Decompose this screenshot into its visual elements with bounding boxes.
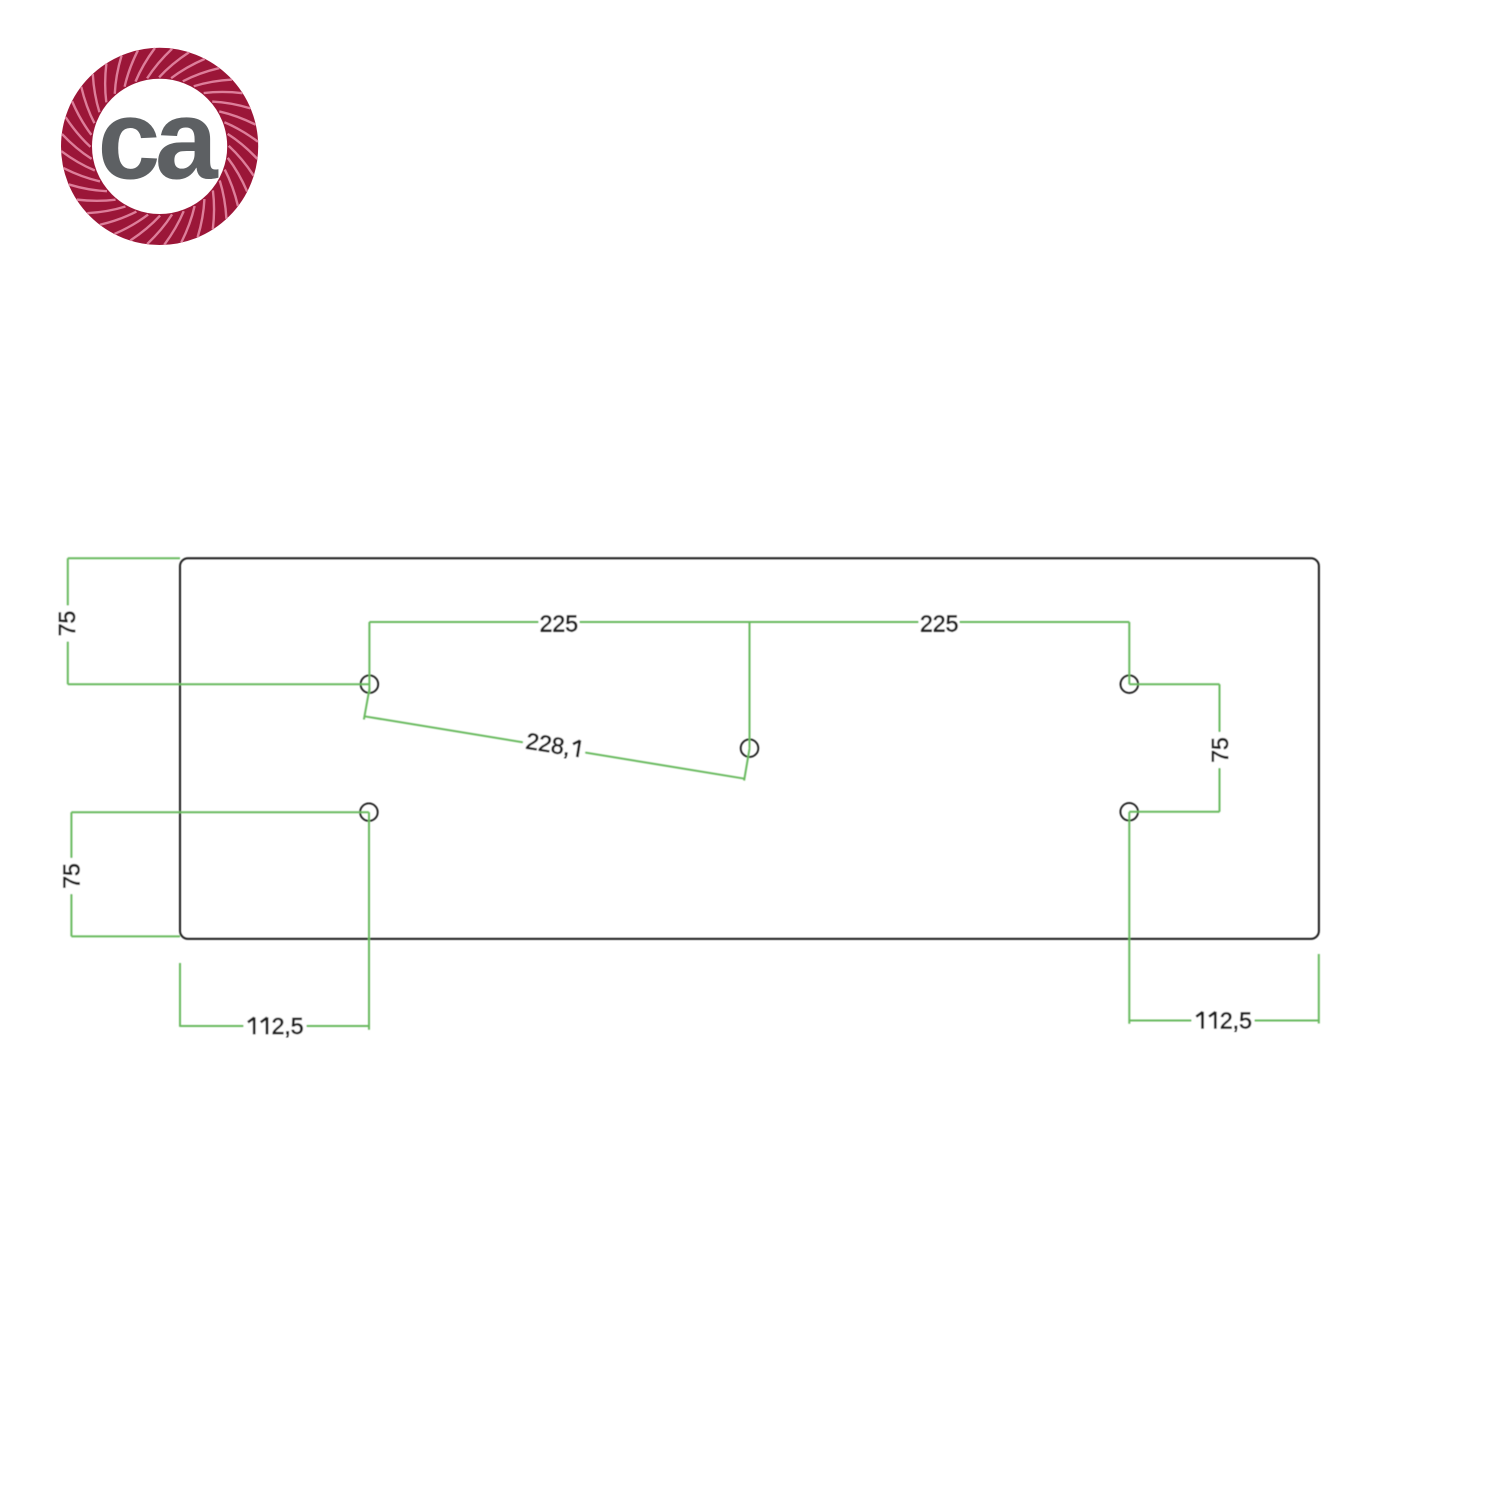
svg-text:75: 75 [54,611,80,637]
svg-text:2,5: 2,5 [1220,1008,1252,1034]
svg-text:225: 225 [920,610,958,636]
svg-text:2,5: 2,5 [272,1013,304,1039]
svg-text:228,: 228, [524,728,572,761]
svg-text:75: 75 [1207,737,1233,763]
svg-text:225: 225 [540,610,578,636]
svg-text:ca: ca [98,77,219,203]
svg-text:75: 75 [59,863,85,889]
